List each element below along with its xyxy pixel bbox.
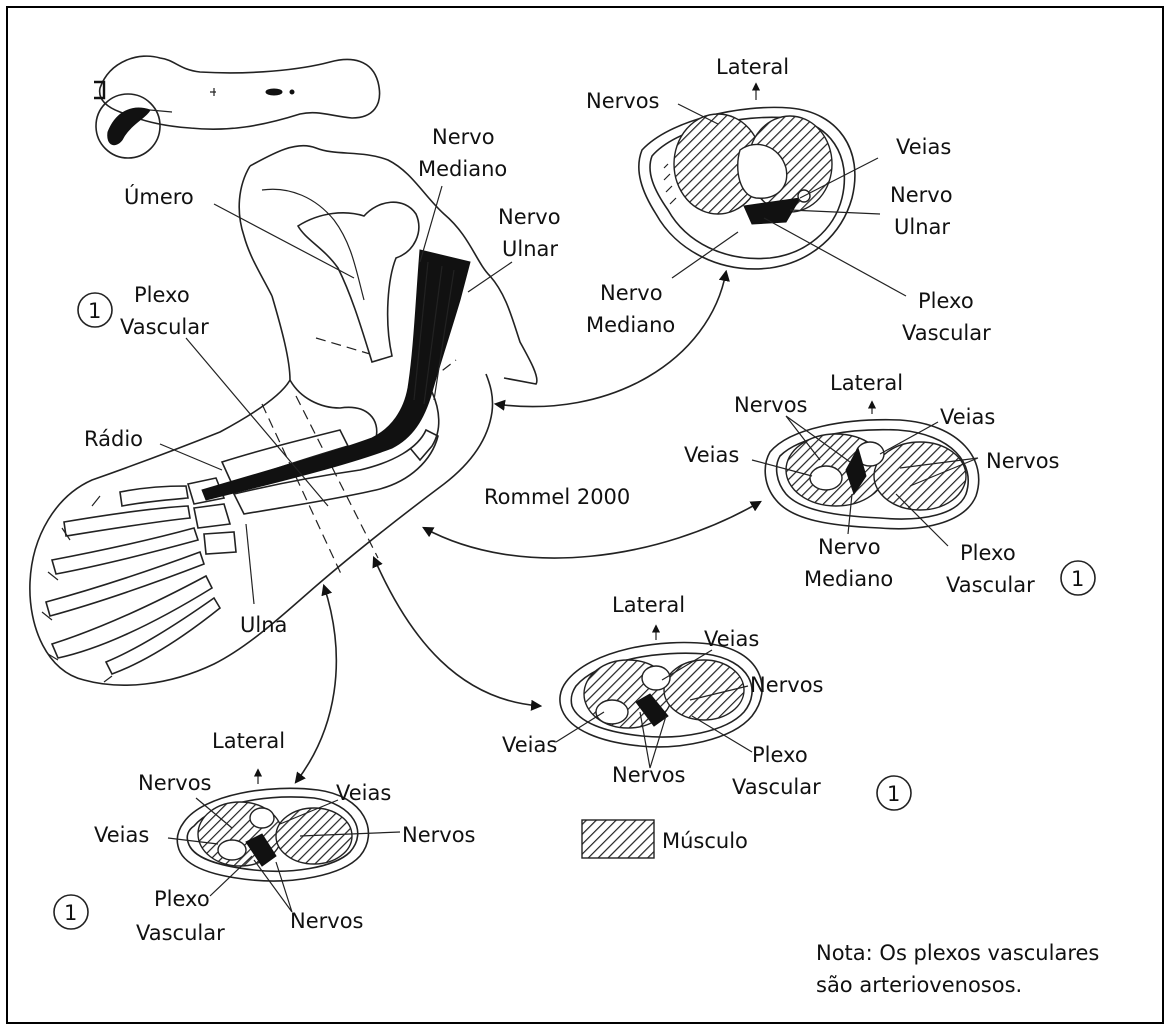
sec4-veias-top: Veias — [336, 781, 391, 805]
sec3-veias-left: Veias — [502, 733, 557, 757]
label-radio: Rádio — [84, 427, 143, 451]
marker-1-b: 1 — [1071, 567, 1084, 591]
sec1-plexo-vascular-line2: Vascular — [902, 321, 991, 345]
muscle-legend-swatch — [582, 820, 654, 858]
sec1-veias: Veias — [896, 135, 951, 159]
label-nervo-ulnar-line2: Ulnar — [502, 237, 558, 261]
sec1-nervo-mediano-line2: Mediano — [586, 313, 675, 337]
marker-1-d: 1 — [64, 901, 77, 925]
cross-section-1 — [639, 84, 906, 296]
sec1-nervo-mediano-line1: Nervo — [600, 281, 663, 305]
label-ulna: Ulna — [240, 613, 287, 637]
note-line1: Nota: Os plexos vasculares — [816, 941, 1099, 965]
sec2-plexo-vascular-line1: Plexo — [960, 541, 1016, 565]
sec4-nervos-left: Nervos — [138, 771, 211, 795]
sec1-lateral: Lateral — [716, 55, 789, 79]
sec2-lateral: Lateral — [830, 371, 903, 395]
sec2-plexo-vascular-line2: Vascular — [946, 573, 1035, 597]
label-nervo-ulnar-line1: Nervo — [498, 205, 561, 229]
label-plexo-vascular-line1: Plexo — [134, 283, 190, 307]
sec3-plexo-vascular-line1: Plexo — [752, 743, 808, 767]
label-umero: Úmero — [124, 184, 194, 209]
sec3-nervos-right: Nervos — [750, 673, 823, 697]
sec4-nervos-right: Nervos — [402, 823, 475, 847]
marker-1-a: 1 — [88, 299, 101, 323]
sec4-plexo-vascular-line2: Vascular — [136, 921, 225, 945]
sec2-veias-right: Veias — [940, 405, 995, 429]
limb-leader-lines — [160, 186, 512, 604]
label-nervo-mediano-line2: Mediano — [418, 157, 507, 181]
sec2-nervos-left: Nervos — [734, 393, 807, 417]
marker-1-c: 1 — [887, 782, 900, 806]
sec1-plexo-vascular-line1: Plexo — [918, 289, 974, 313]
sec3-nervos-bottom: Nervos — [612, 763, 685, 787]
sec2-nervo-mediano-line1: Nervo — [818, 535, 881, 559]
sec2-nervo-mediano-line2: Mediano — [804, 567, 893, 591]
sec1-nervo-ulnar-line1: Nervo — [890, 183, 953, 207]
label-nervo-mediano-line1: Nervo — [432, 125, 495, 149]
label-plexo-vascular-line2: Vascular — [120, 315, 209, 339]
sec4-plexo-vascular-line1: Plexo — [154, 887, 210, 911]
sec3-veias-top: Veias — [704, 627, 759, 651]
sec1-nervo-ulnar-line2: Ulnar — [894, 215, 950, 239]
hand-bones — [42, 478, 236, 682]
sec4-veias-left: Veias — [94, 823, 149, 847]
sec3-lateral: Lateral — [612, 593, 685, 617]
sec2-veias-left: Veias — [684, 443, 739, 467]
sec4-lateral: Lateral — [212, 729, 285, 753]
sec3-plexo-vascular-line2: Vascular — [732, 775, 821, 799]
legend-musculo-label: Músculo — [662, 829, 748, 853]
sec1-nervos: Nervos — [586, 89, 659, 113]
sec2-nervos-right: Nervos — [986, 449, 1059, 473]
limb-drawing — [30, 146, 537, 686]
note-line2: são arteriovenosos. — [816, 973, 1022, 997]
animal-silhouette — [94, 56, 380, 158]
label-rommel: Rommel 2000 — [484, 485, 630, 509]
sec4-nervos-bottom: Nervos — [290, 909, 363, 933]
